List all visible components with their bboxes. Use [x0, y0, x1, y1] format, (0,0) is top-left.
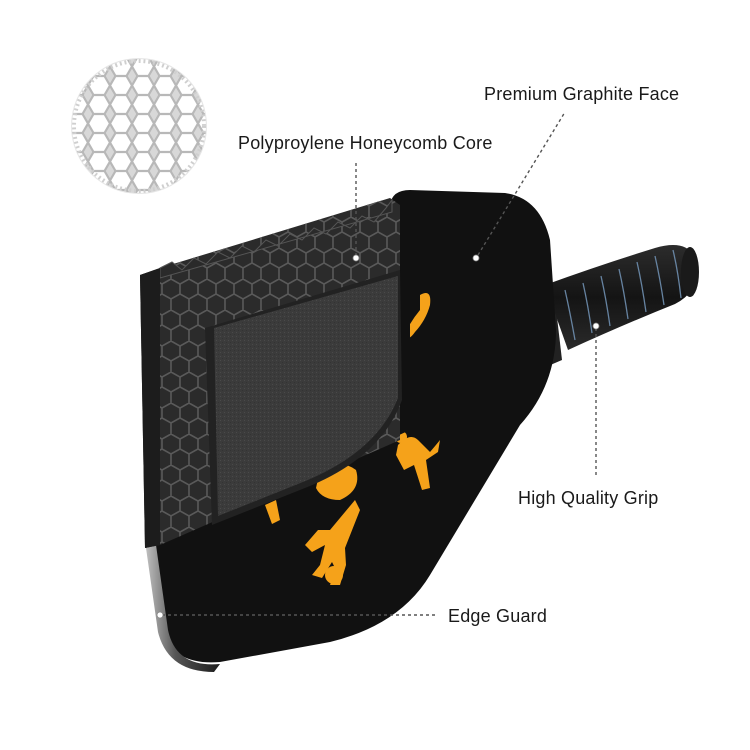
callout-edge-guard: Edge Guard	[448, 606, 548, 626]
leader-dot-graphite	[472, 254, 480, 262]
honeycomb-closeup	[71, 58, 207, 194]
leader-line-graphite	[477, 111, 566, 256]
honeycomb-top-ridges	[159, 198, 393, 279]
grip-wrap-stripes	[564, 249, 682, 341]
leader-dots	[156, 254, 600, 619]
paddle-face	[150, 190, 556, 663]
callout-honeycomb-core: Polyproylene Honeycomb Core	[238, 133, 493, 153]
leader-dot-grip	[592, 322, 600, 330]
leader-dot-core	[352, 254, 360, 262]
callout-grip: High Quality Grip	[518, 488, 659, 508]
leader-lines	[162, 111, 597, 616]
callout-premium-graphite-face: Premium Graphite Face	[484, 84, 680, 104]
leader-dot-edge	[156, 611, 164, 619]
graphite-layer-panel	[205, 270, 402, 525]
grip-handle	[532, 245, 699, 366]
